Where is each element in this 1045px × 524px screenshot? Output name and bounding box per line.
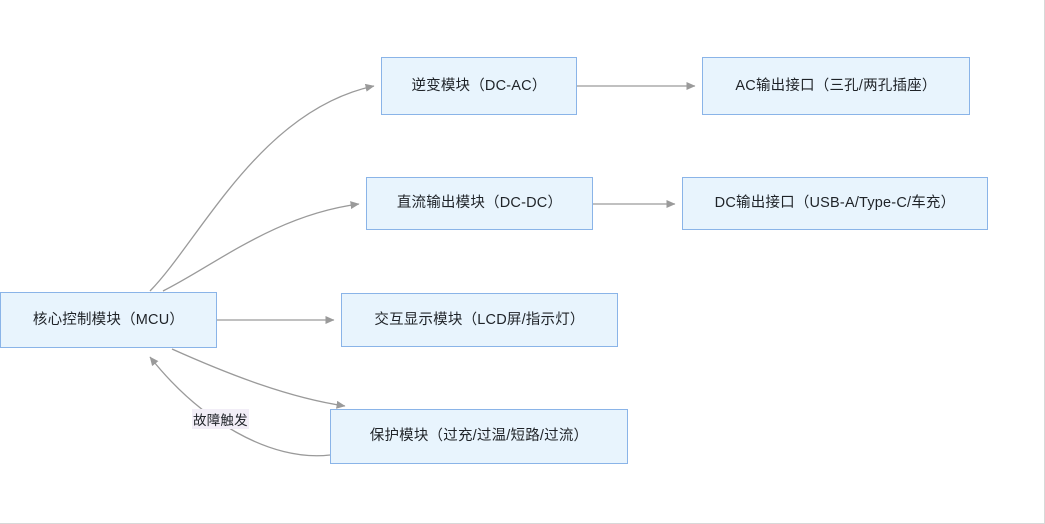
node-inverter-module[interactable]: 逆变模块（DC-AC）: [381, 57, 577, 115]
node-ac-output-port[interactable]: AC输出接口（三孔/两孔插座）: [702, 57, 970, 115]
node-dc-output-port[interactable]: DC输出接口（USB-A/Type-C/车充）: [682, 177, 988, 230]
node-label: AC输出接口（三孔/两孔插座）: [735, 77, 937, 94]
node-core-control-module[interactable]: 核心控制模块（MCU）: [0, 292, 217, 348]
edge-label-fault-trigger: 故障触发: [192, 409, 249, 429]
node-label: 逆变模块（DC-AC）: [411, 77, 547, 94]
node-label: 核心控制模块（MCU）: [32, 311, 185, 328]
node-label: 直流输出模块（DC-DC）: [396, 195, 563, 212]
edge-mcu-to-inverter: [149, 83, 375, 292]
node-protection-module[interactable]: 保护模块（过充/过温/短路/过流）: [330, 409, 628, 464]
edge-mcu-to-protection: [171, 348, 346, 409]
node-label: 保护模块（过充/过温/短路/过流）: [369, 428, 589, 445]
edge-protection-to-mcu: [149, 356, 331, 457]
node-label: DC输出接口（USB-A/Type-C/车充）: [714, 195, 956, 212]
node-dc-output-module[interactable]: 直流输出模块（DC-DC）: [366, 177, 593, 230]
node-interactive-display-module[interactable]: 交互显示模块（LCD屏/指示灯）: [341, 293, 618, 347]
node-label: 交互显示模块（LCD屏/指示灯）: [374, 311, 585, 328]
edge-mcu-to-dcdc: [162, 201, 360, 292]
